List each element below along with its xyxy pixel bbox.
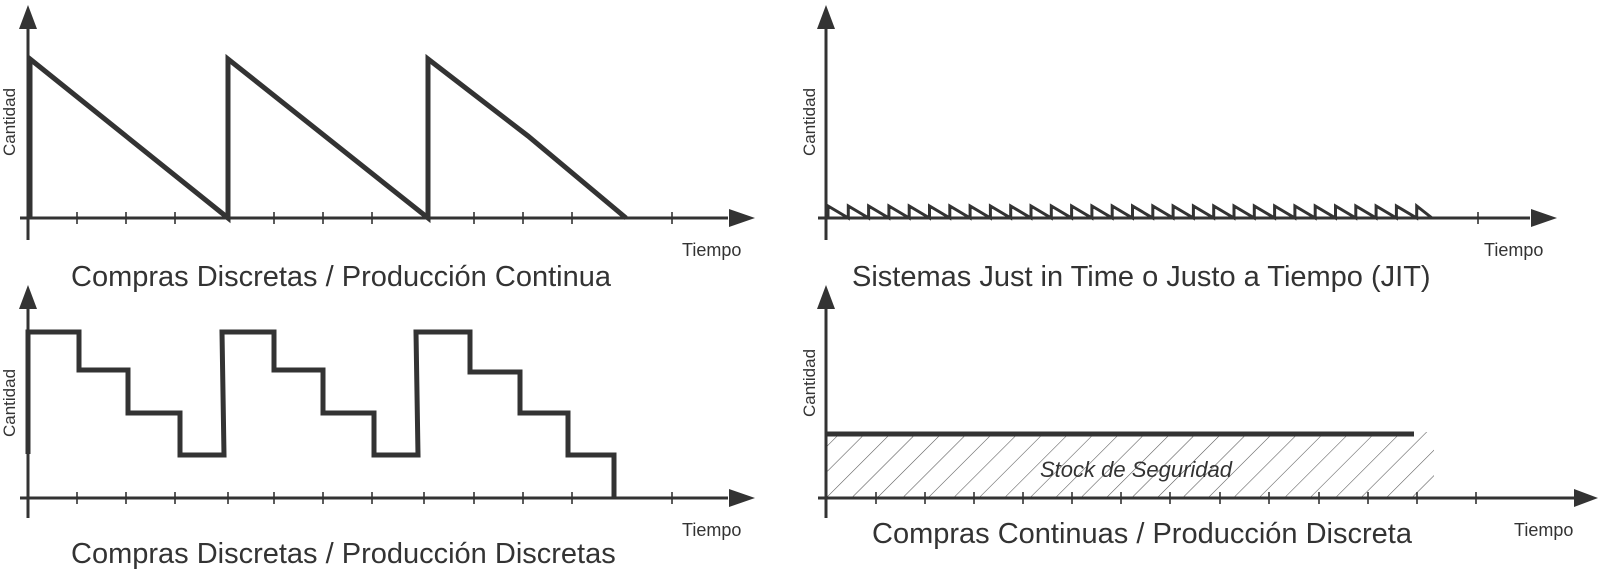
x-axis-arrow-icon bbox=[729, 489, 755, 507]
panel-caption: Compras Discretas / Producción Continua bbox=[71, 261, 612, 293]
x-axis bbox=[20, 489, 755, 507]
x-axis-ticks bbox=[76, 212, 673, 224]
panel-caption: Compras Continuas / Producción Discreta bbox=[872, 518, 1413, 550]
x-axis-arrow-icon bbox=[1574, 489, 1598, 507]
panel-compras-discretas-produccion-continua: Cantidad Tiempo Compras Discretas / Prod… bbox=[0, 5, 755, 293]
x-axis-label: Tiempo bbox=[1514, 520, 1573, 540]
inventory-staircase-line bbox=[25, 329, 617, 498]
x-axis-label: Tiempo bbox=[682, 520, 741, 540]
y-axis-label: Cantidad bbox=[800, 349, 819, 417]
y-axis bbox=[817, 5, 835, 240]
x-axis-arrow-icon bbox=[1531, 209, 1557, 227]
panel-caption: Compras Discretas / Producción Discretas bbox=[71, 538, 616, 570]
safety-stock-hatch-area bbox=[826, 432, 1434, 498]
y-axis-arrow-icon bbox=[19, 285, 37, 309]
x-axis-ticks bbox=[875, 492, 1477, 504]
x-axis-label: Tiempo bbox=[682, 240, 741, 260]
panel-compras-continuas-produccion-discreta: Stock de Seguridad Cantidad Tiempo Compr… bbox=[800, 285, 1598, 550]
stock-de-seguridad-label: Stock de Seguridad bbox=[1040, 457, 1233, 482]
y-axis-label: Cantidad bbox=[0, 369, 19, 437]
jit-sawtooth-line bbox=[826, 202, 1433, 221]
y-axis-arrow-icon bbox=[817, 285, 835, 309]
y-axis-label: Cantidad bbox=[800, 88, 819, 156]
y-axis bbox=[817, 285, 835, 518]
x-axis bbox=[20, 209, 755, 227]
x-axis bbox=[818, 489, 1598, 507]
x-axis-label: Tiempo bbox=[1484, 240, 1543, 260]
panel-just-in-time: Cantidad Tiempo Sistemas Just in Time o … bbox=[800, 5, 1557, 293]
panel-compras-discretas-produccion-discretas: Cantidad Tiempo Compras Discretas / Prod… bbox=[0, 285, 755, 570]
y-axis-label: Cantidad bbox=[0, 88, 19, 156]
inventory-sawtooth-line bbox=[27, 53, 628, 224]
x-axis-ticks bbox=[76, 492, 673, 504]
x-axis-arrow-icon bbox=[729, 209, 755, 227]
panel-caption: Sistemas Just in Time o Justo a Tiempo (… bbox=[852, 261, 1431, 293]
y-axis-arrow-icon bbox=[817, 5, 835, 29]
y-axis-arrow-icon bbox=[19, 5, 37, 29]
